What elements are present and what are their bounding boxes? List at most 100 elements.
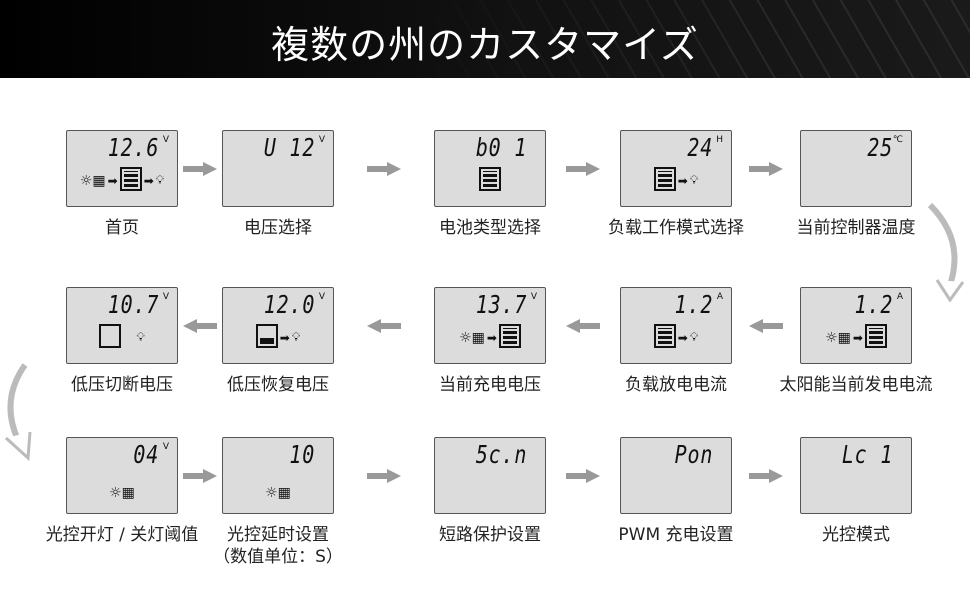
solar-panel-icon: ☼▦ [79,172,106,189]
lcd-display-value: 24 [687,133,713,162]
lcd-unit: A [716,292,723,302]
battery-icon [864,324,887,351]
lcd-display-value: b0 1 [475,133,527,162]
header-banner: 複数の州のカスタマイズ [0,0,970,78]
lcd-display-value: 5c.n [475,440,527,469]
screen-label: 太阳能当前发电电流 [779,375,933,395]
bulb-icon: 💡︎ [136,330,145,344]
curved-arrow-left [4,363,32,462]
arrow-right-icon [183,469,217,483]
arrow-icon: ➡ [677,173,688,188]
spacer [123,331,134,345]
screen-label: 负载工作模式选择 [608,218,744,238]
arrow-icon: ➡ [143,173,154,188]
arrow-left-icon [367,319,401,333]
screen-label: 光控模式 [822,525,890,545]
lcd-display-value: 04 [133,440,159,469]
lcd-display-value: 1.2 [854,290,893,319]
lcd-unit: V [530,292,537,302]
arrow-right-icon [566,469,600,483]
lcd-unit: V [318,292,325,302]
lcd-screen: 10 ☼▦ [222,437,334,514]
lcd-unit: V [318,135,325,145]
battery-icon [479,167,501,194]
lcd-display-value: Lc 1 [841,440,893,469]
screen-label: 低压恢复电压 [227,375,329,395]
bulb-icon: 💡︎ [689,173,699,187]
lcd-icons: ☼▦➡➡💡︎ [75,167,169,194]
screen-label: 当前控制器温度 [796,218,916,238]
page-title: 複数の州のカスタマイズ [271,23,699,67]
lcd-screen: 5c.n [434,437,546,514]
lcd-icons: ➡💡︎ [231,324,325,351]
screen-sublabel: （数值单位：S） [213,547,343,567]
arrow-right-icon [566,162,600,176]
arrow-left-icon [749,319,783,333]
arrow-right-icon [367,469,401,483]
lcd-icons: ☼▦ [75,485,169,501]
bulb-icon: 💡︎ [291,330,301,344]
lcd-unit: V [162,442,169,452]
lcd-unit: V [162,135,169,145]
lcd-display-value: 1.2 [674,290,713,319]
lcd-icons: ➡💡︎ [629,167,723,194]
lcd-display-value: U 12 [263,133,315,162]
arrow-icon: ➡ [677,330,688,345]
arrow-icon: ➡ [107,173,118,188]
lcd-display-value: 25 [867,133,893,162]
bulb-icon: 💡︎ [155,173,165,187]
solar-panel-icon: ☼▦ [459,329,485,346]
arrow-icon: ➡ [486,330,497,345]
lcd-unit: A [896,292,903,302]
lcd-icons: ☼▦➡ [443,324,537,351]
lcd-screen: 25℃ [800,130,912,207]
lcd-unit: V [162,292,169,302]
solar-panel-icon: ☼▦ [109,485,135,501]
screen-label: 电压选择 [244,218,312,238]
lcd-icons: ☼▦➡ [809,324,903,351]
arrow-icon: ➡ [852,330,863,345]
lcd-icons: ➡💡︎ [629,324,723,351]
lcd-unit: ℃ [892,135,903,145]
screen-label: 光控开灯 / 关灯阈值 [45,525,199,545]
battery-icon [119,167,142,194]
lcd-screen: Lc 1 [800,437,912,514]
screen-label: 低压切断电压 [71,375,173,395]
arrow-right-icon [183,162,217,176]
lcd-display-value: Pon [674,440,713,469]
battery-icon [498,324,521,351]
lcd-icons: ☼▦ [231,485,325,501]
bulb-icon: 💡︎ [689,330,699,344]
arrow-icon: ➡ [279,330,290,345]
solar-panel-icon: ☼▦ [265,485,291,501]
curved-arrow-right [927,202,965,303]
battery-icon [653,324,676,351]
screen-label: 首页 [105,218,139,238]
solar-panel-icon: ☼▦ [825,329,851,346]
arrow-right-icon [749,162,783,176]
lcd-screen: b0 1 [434,130,546,207]
battery-icon [653,167,676,194]
screen-label: 当前充电电压 [439,375,541,395]
screen-label: 短路保护设置 [439,525,541,545]
screen-label: 电池类型选择 [439,218,541,238]
lcd-display-value: 12.0 [263,290,315,319]
lcd-display-value: 13.7 [475,290,527,319]
lcd-display-value: 10 [289,440,315,469]
arrow-left-icon [566,319,600,333]
lcd-unit: H [716,135,723,145]
lcd-display-value: 10.7 [107,290,159,319]
arrow-right-icon [367,162,401,176]
screen-label: PWM 充电设置 [618,525,734,545]
battery-icon [99,324,122,351]
lcd-icons [443,167,537,194]
battery-icon [255,324,278,351]
